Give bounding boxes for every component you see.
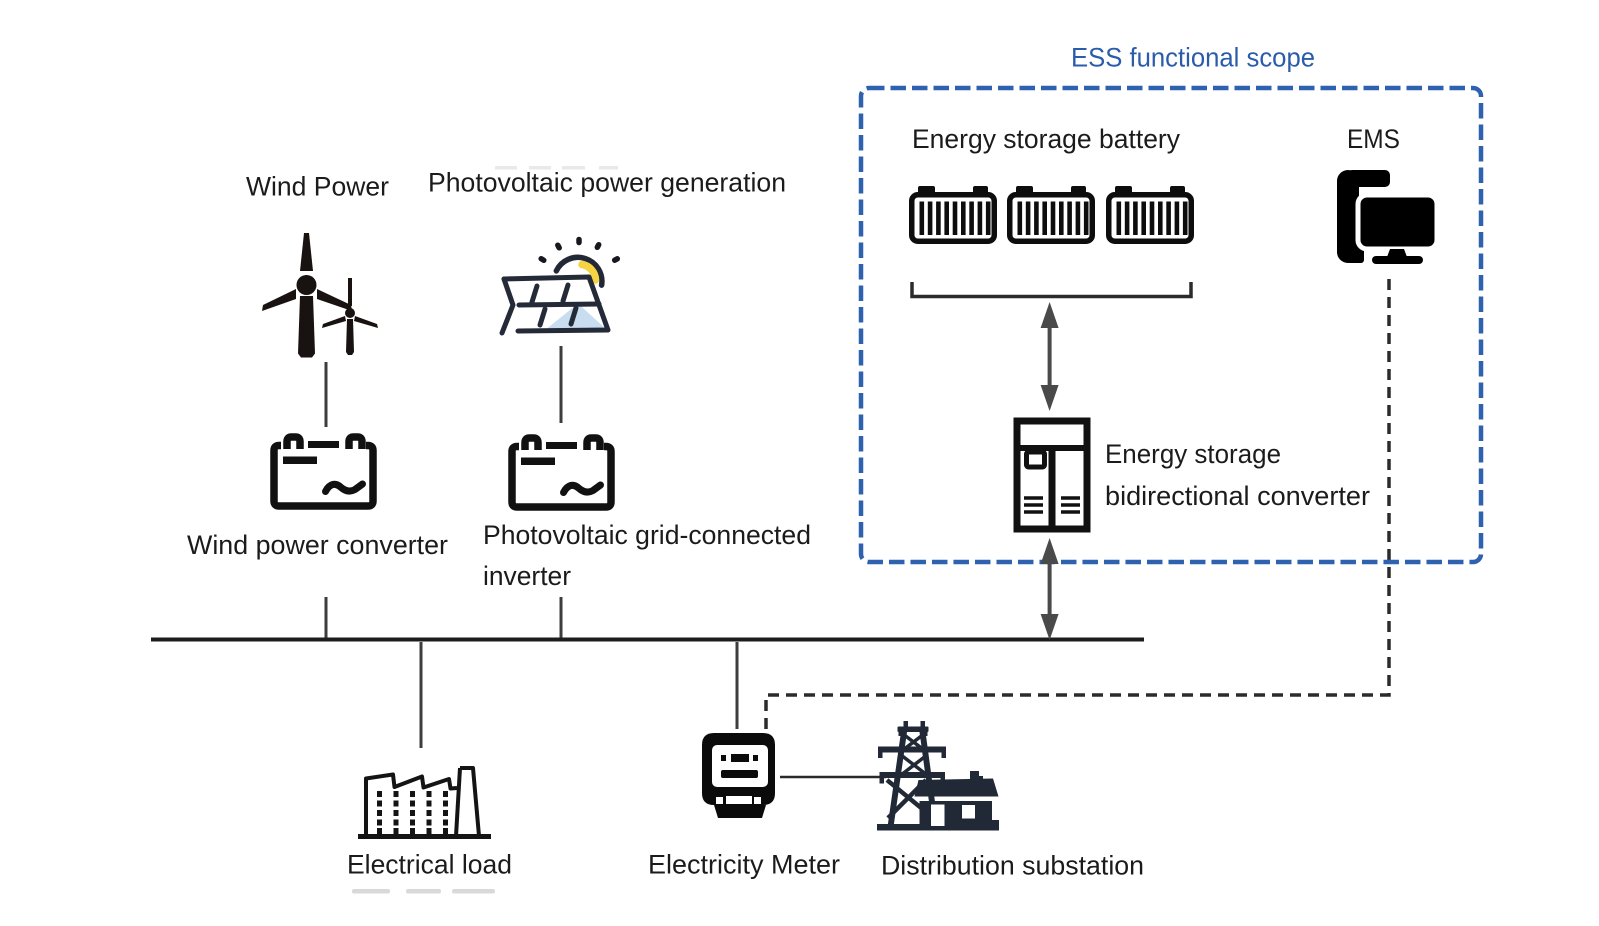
svg-text:ESS functional scope: ESS functional scope: [1071, 43, 1315, 73]
svg-text:Wind Power: Wind Power: [246, 172, 389, 202]
svg-text:inverter: inverter: [483, 561, 571, 591]
svg-text:Photovoltaic grid-connected: Photovoltaic grid-connected: [483, 520, 811, 550]
svg-text:Electrical load: Electrical load: [347, 850, 512, 880]
svg-text:Photovoltaic power generation: Photovoltaic power generation: [428, 168, 786, 198]
svg-text:Wind power converter: Wind power converter: [187, 530, 448, 560]
svg-text:Electricity Meter: Electricity Meter: [648, 850, 840, 880]
svg-text:EMS: EMS: [1347, 124, 1400, 154]
svg-text:Energy storage battery: Energy storage battery: [912, 124, 1180, 154]
svg-text:Energy storage: Energy storage: [1105, 439, 1281, 469]
svg-text:Distribution substation: Distribution substation: [881, 851, 1144, 881]
svg-text:bidirectional converter: bidirectional converter: [1105, 481, 1370, 511]
